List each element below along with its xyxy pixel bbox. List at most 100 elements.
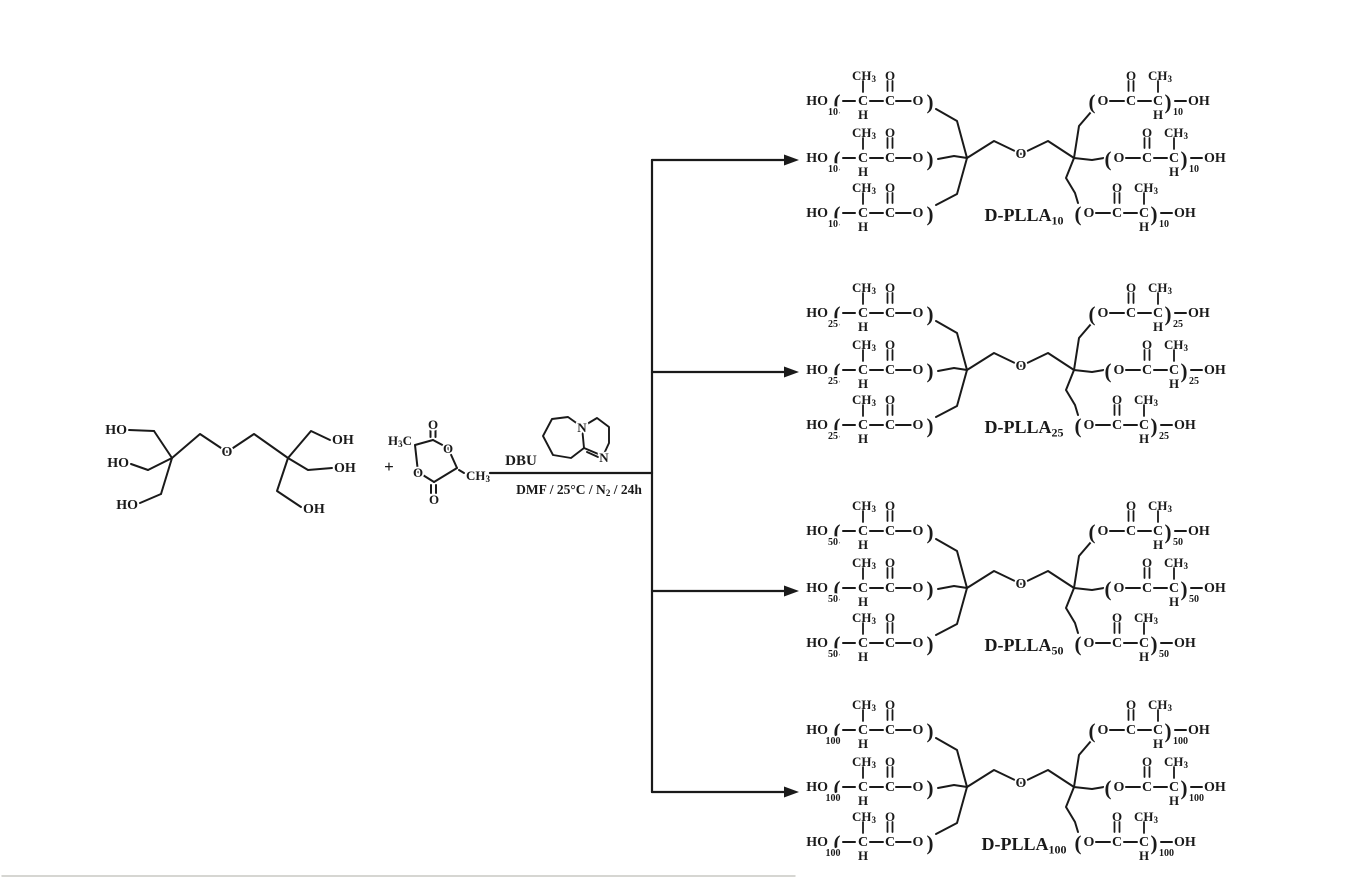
atom-ho: HO	[806, 363, 828, 378]
product-label: D-PLLA100	[982, 834, 1067, 856]
atom-o: O	[913, 363, 924, 378]
atom-o: O	[1142, 125, 1152, 140]
atom-o: O	[1084, 206, 1095, 221]
atom-o: O	[1098, 306, 1109, 321]
branch-arrows	[650, 154, 799, 798]
atom-oh: OH	[1174, 206, 1196, 221]
methyl-label: CH3	[1148, 697, 1173, 713]
atom-oh: OH	[303, 502, 325, 517]
atom-o: O	[443, 441, 453, 456]
atom-o: O	[1098, 94, 1109, 109]
atom-o: O	[885, 610, 895, 625]
repeat-count: 25	[828, 319, 838, 330]
atom-c: C	[885, 780, 895, 795]
product-d-plla100: OHO(100CCH3HCOO)HO(100CCH3HCOO)HO(100CCH…	[804, 695, 1227, 865]
atom-h: H	[858, 107, 868, 122]
atom-oh: OH	[332, 433, 354, 448]
repeat-count: 10	[1159, 219, 1169, 230]
paren-open: (	[1075, 414, 1082, 438]
paren-open: (	[1105, 577, 1112, 601]
product-label: D-PLLA10	[985, 205, 1064, 227]
atom-oh: OH	[1188, 306, 1210, 321]
atom-o: O	[913, 418, 924, 433]
atom-ho: HO	[806, 306, 828, 321]
repeat-count: 100	[826, 736, 841, 747]
atom-ho: HO	[806, 780, 828, 795]
paren-close: )	[927, 90, 934, 114]
atom-o: O	[1016, 577, 1027, 592]
atom-oh: OH	[1188, 723, 1210, 738]
atom-h: H	[1139, 219, 1149, 234]
dbu-structure: NN	[542, 416, 611, 466]
atom-h: H	[1169, 164, 1179, 179]
paren-open: (	[834, 90, 841, 114]
atom-c: C	[1142, 581, 1152, 596]
paren-open: (	[834, 359, 841, 383]
product-label: D-PLLA50	[985, 635, 1064, 657]
methyl-label: CH3	[852, 555, 877, 571]
atom-oh: OH	[1204, 363, 1226, 378]
repeat-count: 25	[1159, 431, 1169, 442]
atom-h: H	[1169, 376, 1179, 391]
paren-close: )	[927, 577, 934, 601]
atom-o: O	[913, 780, 924, 795]
atom-h: H	[858, 431, 868, 446]
paren-close: )	[1151, 831, 1158, 855]
atom-c: C	[1169, 581, 1179, 596]
paren-close: )	[1181, 359, 1188, 383]
atom-c: C	[858, 524, 868, 539]
atom-ho: HO	[806, 636, 828, 651]
methyl-label: CH3	[852, 809, 877, 825]
atom-o: O	[1112, 392, 1122, 407]
atom-c: C	[885, 206, 895, 221]
paren-open: (	[834, 577, 841, 601]
atom-o: O	[1112, 610, 1122, 625]
atom-h: H	[858, 219, 868, 234]
atom-n: N	[599, 450, 609, 465]
atom-h: H	[858, 736, 868, 751]
paren-open: (	[1105, 776, 1112, 800]
atom-c: C	[1126, 723, 1136, 738]
repeat-count: 10	[1189, 164, 1199, 175]
paren-open: (	[834, 202, 841, 226]
atom-c: C	[1169, 363, 1179, 378]
paren-close: )	[927, 520, 934, 544]
atom-o: O	[885, 392, 895, 407]
paren-close: )	[1181, 147, 1188, 171]
atom-c: C	[1139, 835, 1149, 850]
atom-c: C	[1139, 636, 1149, 651]
methyl-label: CH3	[1164, 555, 1189, 571]
atom-ho: HO	[107, 456, 129, 471]
methyl-label: CH3	[852, 280, 877, 296]
atom-h: H	[1169, 793, 1179, 808]
methyl-label: CH3	[466, 468, 491, 484]
paren-open: (	[834, 520, 841, 544]
repeat-count: 25	[828, 431, 838, 442]
atom-c: C	[885, 581, 895, 596]
methyl-label: CH3	[852, 610, 877, 626]
atom-o: O	[428, 417, 438, 432]
atom-c: C	[885, 151, 895, 166]
repeat-count: 100	[1173, 736, 1188, 747]
atom-c: C	[885, 306, 895, 321]
atom-c: C	[1139, 418, 1149, 433]
plus-sign-text: +	[384, 457, 394, 476]
repeat-count: 100	[826, 793, 841, 804]
methyl-label: CH3	[852, 180, 877, 196]
atom-o: O	[1084, 418, 1095, 433]
atom-o: O	[1112, 809, 1122, 824]
paren-open: (	[834, 414, 841, 438]
atom-oh: OH	[334, 461, 356, 476]
paren-open: (	[1105, 359, 1112, 383]
paren-open: (	[1089, 520, 1096, 544]
plus-sign: +	[382, 455, 395, 478]
atom-c: C	[858, 636, 868, 651]
atom-o: O	[885, 280, 895, 295]
atom-o: O	[1016, 147, 1027, 162]
paren-close: )	[927, 202, 934, 226]
atom-o: O	[222, 445, 233, 460]
paren-close: )	[1151, 202, 1158, 226]
paren-close: )	[1165, 302, 1172, 326]
atom-h: H	[1153, 319, 1163, 334]
paren-open: (	[834, 632, 841, 656]
